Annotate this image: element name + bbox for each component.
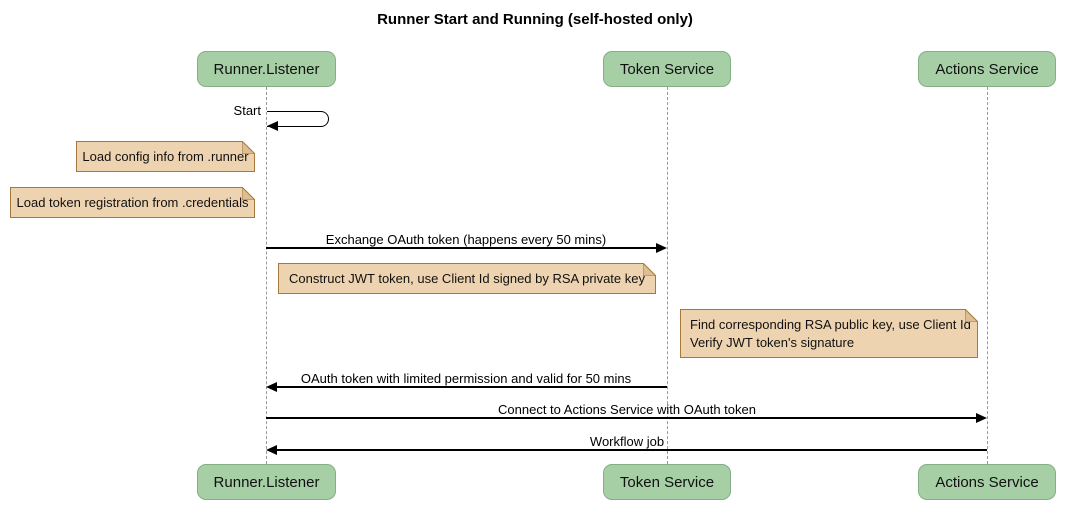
participant-actions-service-bottom: Actions Service [918, 464, 1056, 500]
note-fold-icon [643, 263, 656, 276]
arrowhead-right-icon [656, 243, 667, 253]
note-find-rsa-key-line2: Verify JWT token's signature [690, 335, 855, 350]
note-load-token-registration: Load token registration from .credential… [10, 187, 255, 218]
note-load-config: Load config info from .runner [76, 141, 255, 172]
self-message-arc [267, 111, 329, 127]
arrowhead-right-icon [976, 413, 987, 423]
arrowhead-left-icon [267, 121, 278, 131]
participant-actions-service-top: Actions Service [918, 51, 1056, 87]
participant-token-service-bottom: Token Service [603, 464, 731, 500]
arrowhead-left-icon [266, 445, 277, 455]
participant-runner-listener-top: Runner.Listener [197, 51, 336, 87]
message-label-exchange-oauth: Exchange OAuth token (happens every 50 m… [325, 232, 607, 247]
message-label-workflow-job: Workflow job [589, 434, 665, 449]
message-line [266, 417, 976, 419]
lifeline-actions-service [987, 87, 988, 464]
message-label-connect: Connect to Actions Service with OAuth to… [498, 402, 756, 417]
arrowhead-left-icon [266, 382, 277, 392]
note-find-rsa-key-line1: Find corresponding RSA public key, use C… [690, 317, 971, 332]
message-line [277, 449, 987, 451]
note-construct-jwt-text: Construct JWT token, use Client Id signe… [289, 271, 645, 286]
note-fold-icon [242, 187, 255, 200]
note-find-rsa-key: Find corresponding RSA public key, use C… [680, 309, 978, 358]
message-line [277, 386, 667, 388]
diagram-title: Runner Start and Running (self-hosted on… [377, 11, 693, 28]
participant-runner-listener-bottom: Runner.Listener [197, 464, 336, 500]
lifeline-token-service [667, 87, 668, 464]
message-line [266, 247, 656, 249]
note-load-token-registration-text: Load token registration from .credential… [16, 195, 249, 210]
message-label-start: Start [233, 103, 261, 118]
lifeline-runner-listener [266, 87, 267, 464]
note-fold-icon [965, 309, 978, 322]
participant-token-service-top: Token Service [603, 51, 731, 87]
message-label-oauth-return: OAuth token with limited permission and … [300, 371, 632, 386]
note-load-config-text: Load config info from .runner [82, 149, 249, 164]
note-construct-jwt: Construct JWT token, use Client Id signe… [278, 263, 656, 294]
note-fold-icon [242, 141, 255, 154]
